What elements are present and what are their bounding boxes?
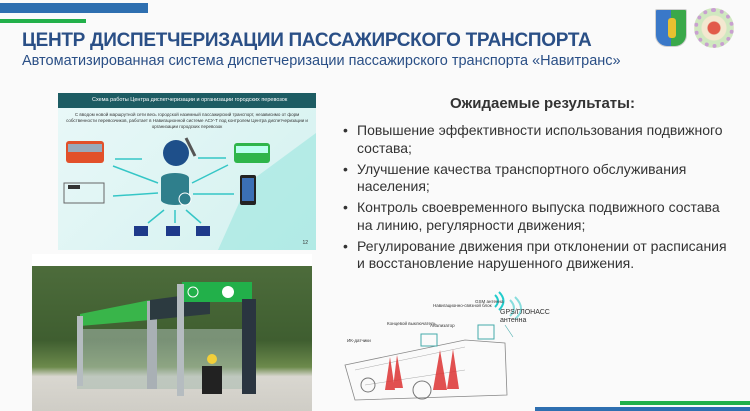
- bus-stop-photo: [32, 254, 312, 411]
- label-nav-unit: Навигационно-связной блок: [433, 302, 492, 308]
- connection-arrows: [112, 157, 234, 224]
- city-anniversary-logo: [694, 8, 734, 48]
- label-ir-sensors: ИК-датчики: [347, 338, 371, 343]
- database-server-icon: [161, 173, 192, 206]
- list-item: Контроль своевременного выпуска подвижно…: [343, 199, 733, 234]
- dispatch-scheme-image: Схема работы Центра диспетчеризации и ор…: [58, 93, 316, 250]
- bus-equipment-diagram: ИК-датчики Концевой выключатель Анализат…: [344, 291, 522, 401]
- list-item: Улучшение качества транспортного обслужи…: [343, 161, 733, 196]
- scheme-graphics: [63, 133, 316, 250]
- bus-icon: [234, 143, 270, 163]
- label-gsm-antenna: GSM антенна: [475, 299, 504, 304]
- computer-icons: [134, 226, 210, 236]
- expected-results-list: Повышение эффективности использования по…: [343, 122, 733, 276]
- label-analyzer: Анализатор: [430, 323, 455, 328]
- tram-icon: [66, 141, 104, 163]
- slide-title: ЦЕНТР ДИСПЕТЧЕРИЗАЦИИ ПАССАЖИРСКОГО ТРАН…: [22, 30, 592, 51]
- header-blue-bar: [0, 3, 148, 13]
- header-green-bar: [0, 19, 86, 23]
- ir-sensor-beams: [385, 349, 459, 390]
- slide-subtitle: Автоматизированная система диспетчеризац…: [22, 53, 621, 69]
- scheme-description: С вводом новой маршрутной сети весь горо…: [66, 112, 308, 129]
- label-limit-switch: Концевой выключатель: [387, 320, 437, 326]
- scheme-page-number: 12: [302, 240, 308, 246]
- gsm-signal-icon: [494, 291, 505, 311]
- list-item: Регулирование движения при отклонении от…: [343, 238, 733, 273]
- gps-signal-icon: [509, 296, 522, 320]
- bus-stop-icon: [63, 182, 105, 204]
- footer-blue-bar: [535, 407, 750, 411]
- label-gps-antenna: GPS/ГЛОНАСС антенна: [500, 309, 550, 324]
- list-item: Повышение эффективности использования по…: [343, 122, 733, 157]
- satellite-globe-icon: [163, 137, 197, 166]
- gps-label-leader-line: [504, 324, 514, 338]
- footer-green-bar: [620, 401, 750, 405]
- smartphone-icon: [240, 175, 256, 205]
- analyzer-box: [420, 333, 438, 347]
- coat-of-arms-logo: [655, 9, 687, 47]
- expected-results-heading: Ожидаемые результаты:: [450, 95, 635, 112]
- nav-unit-box: [477, 324, 495, 340]
- scheme-title: Схема работы Центра диспетчеризации и ор…: [58, 93, 316, 108]
